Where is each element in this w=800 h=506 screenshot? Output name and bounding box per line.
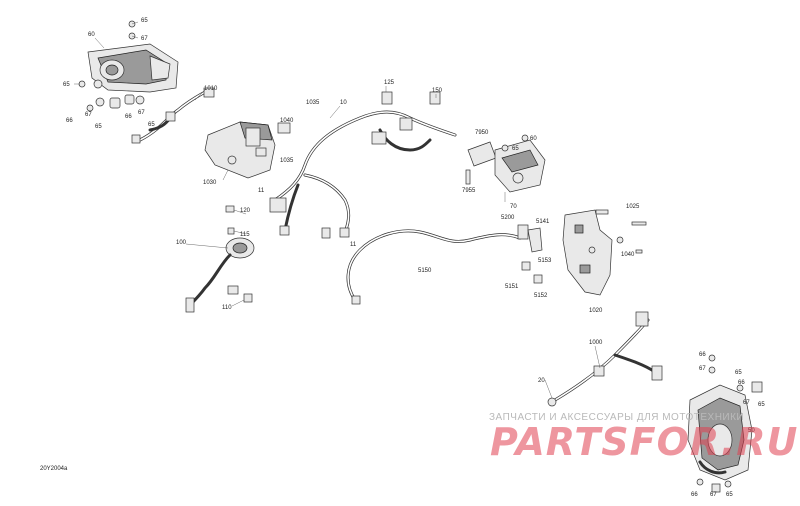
callout-label: 115 — [240, 232, 250, 238]
callout-label: 100 — [176, 240, 187, 246]
callout-label: 67 — [141, 36, 148, 42]
callout-label: 67 — [85, 112, 92, 118]
callout-label: 65 — [63, 82, 70, 88]
callout-label: 60 — [530, 136, 537, 142]
callout-label: 1025 — [626, 204, 640, 210]
callout-label: 7955 — [462, 188, 476, 194]
callout-label: 65 — [141, 18, 148, 24]
diagram-code: 20Y2004a — [40, 466, 68, 472]
callout-label: 1020 — [589, 308, 603, 314]
callout-label: 110 — [222, 305, 232, 311]
callout-label: 120 — [240, 208, 251, 214]
callout-label: 66 — [691, 492, 698, 498]
callout-label: 7950 — [475, 130, 489, 136]
callout-label: 66 — [125, 114, 132, 120]
callout-label: 65 — [758, 402, 765, 408]
callout-label: 150 — [432, 88, 443, 94]
callout-label: 11 — [350, 242, 357, 248]
watermark-logo: PARTSFOR.RU — [490, 420, 799, 464]
callout-label: 1035 — [306, 100, 320, 106]
callout-label: 5151 — [505, 284, 519, 290]
callout-label: 125 — [384, 80, 395, 86]
callout-label: 10 — [340, 100, 347, 106]
callout-label: 65 — [726, 492, 733, 498]
callout-label: 66 — [699, 352, 706, 358]
callout-label: 65 — [148, 122, 155, 128]
callout-label: 67 — [138, 110, 145, 116]
harness-1010 — [131, 87, 215, 144]
callout-label: 1030 — [203, 180, 217, 186]
callout-labels: 65 67 60 1010 65 66 67 65 66 67 65 1030 … — [63, 18, 765, 498]
callout-label: 20 — [538, 378, 545, 384]
callout-label: 5200 — [501, 215, 515, 221]
callout-label: 67 — [699, 366, 706, 372]
callout-label: 1010 — [204, 86, 218, 92]
callout-label: 65 — [512, 146, 519, 152]
callout-label: 66 — [66, 118, 73, 124]
module-70 — [465, 134, 546, 193]
headlight-right — [687, 354, 763, 493]
callout-label: 66 — [738, 380, 745, 386]
cable-5150 — [346, 224, 543, 305]
callout-label: 5141 — [536, 219, 550, 225]
callout-label: 65 — [735, 370, 742, 376]
watermark-caption: ЗАПЧАСТИ И АКСЕССУАРЫ ДЛЯ МОТОТЕХНИКИ — [489, 412, 745, 423]
callout-label: 1040 — [621, 252, 635, 258]
callout-label: 11 — [258, 188, 265, 194]
callout-label: 67 — [743, 400, 750, 406]
housing-1030 — [204, 121, 291, 179]
callout-label: 50 — [748, 428, 755, 434]
main-harness-10 — [269, 91, 457, 239]
callout-label: 1035 — [280, 158, 294, 164]
horn-100 — [185, 205, 255, 313]
callout-label: 60 — [88, 32, 95, 38]
callout-label: 1000 — [589, 340, 603, 346]
callout-label: 5152 — [534, 293, 548, 299]
bracket-1020 — [562, 209, 647, 296]
callout-label: 5153 — [538, 258, 552, 264]
callout-label: 1040 — [280, 118, 294, 124]
callout-label: 5150 — [418, 268, 432, 274]
harness-1000 — [547, 311, 663, 407]
callout-label: 65 — [95, 124, 102, 130]
callout-label: 70 — [510, 204, 517, 210]
callout-label: 67 — [710, 492, 717, 498]
leader-lines — [74, 21, 601, 399]
headlight-left — [78, 20, 179, 112]
